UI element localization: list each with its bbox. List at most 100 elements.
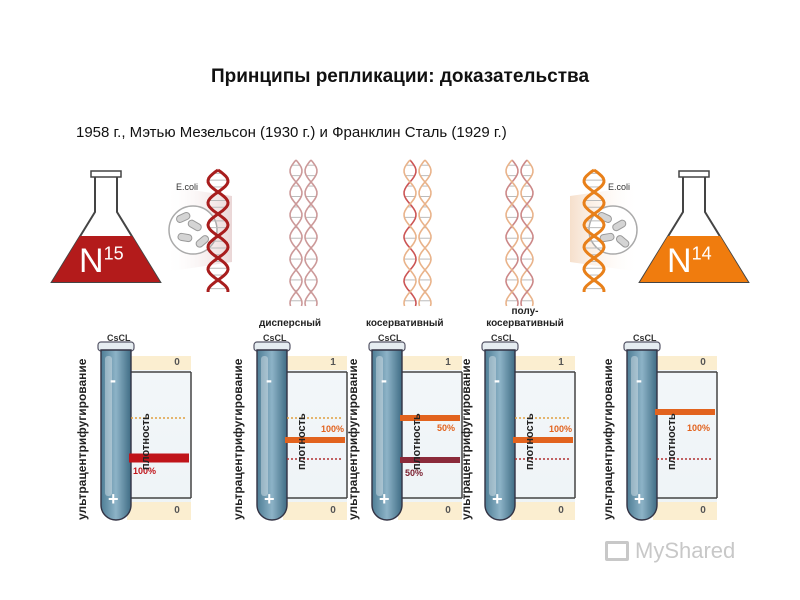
flask-n15-isotope: 15 xyxy=(103,243,124,264)
dna-band xyxy=(513,437,573,443)
tube-3 xyxy=(368,341,463,521)
band-percent-label: 100% xyxy=(549,424,573,434)
scale-top-value: 0 xyxy=(700,357,706,368)
presentation-icon xyxy=(605,541,629,561)
tube-panel-bottom xyxy=(511,502,575,520)
tube-highlight xyxy=(261,356,268,496)
tube-panel-top xyxy=(653,356,717,370)
scale-top-value: 1 xyxy=(330,357,336,368)
tube-highlight xyxy=(631,356,638,496)
ecoli-cell-left xyxy=(168,205,218,255)
scale-top-value: 1 xyxy=(445,357,451,368)
band-percent-label: 100% xyxy=(133,466,157,476)
density-plus-sign: + xyxy=(634,489,645,509)
band-percent-label: 100% xyxy=(321,424,345,434)
dna-generation-helix xyxy=(505,159,519,307)
ecoli-label-left: E.coli xyxy=(176,182,199,192)
tube-panel xyxy=(398,356,462,520)
tube-body xyxy=(626,349,658,521)
tube-panel-bottom xyxy=(398,502,462,520)
centrifugation-axis-label: ультрацентрифугирование xyxy=(601,358,615,520)
ecoli-label-right: E.coli xyxy=(608,182,631,192)
scale-bottom-value: 0 xyxy=(558,505,564,516)
cscl-label: CsCL xyxy=(107,333,131,343)
dna-n15-helix xyxy=(206,168,230,292)
watermark-text: MyShared xyxy=(635,538,736,563)
density-minus-sign: - xyxy=(110,370,116,390)
tube-panel-top xyxy=(283,356,347,370)
cscl-label: CsCL xyxy=(491,333,515,343)
centrifugation-axis-label: ультрацентрифугирование xyxy=(346,358,360,520)
gradient-tubes xyxy=(97,341,718,521)
dna-generation-helix xyxy=(304,159,318,307)
centrifugation-axis-label: ультрацентрифугирование xyxy=(75,358,89,520)
tube-highlight xyxy=(489,356,496,496)
dna-helices xyxy=(206,159,606,307)
flask-n15-symbol: N xyxy=(79,242,104,280)
band-percent-label: 100% xyxy=(687,423,711,433)
flask-n14-isotope: 14 xyxy=(691,243,712,264)
density-axis-label: плотность xyxy=(296,413,308,470)
model-conservative-label: косервативный xyxy=(366,318,444,329)
dna-generation-helix xyxy=(418,159,432,307)
tube-panel-bottom xyxy=(653,502,717,520)
cscl-label: CsCL xyxy=(633,333,657,343)
density-minus-sign: - xyxy=(636,370,642,390)
density-axis-label: плотность xyxy=(140,413,152,470)
flask-n14-symbol: N xyxy=(667,242,692,280)
density-minus-sign: - xyxy=(266,370,272,390)
tube-5 xyxy=(623,341,718,521)
scale-bottom-value: 0 xyxy=(445,505,451,516)
tube-panel-top xyxy=(511,356,575,370)
scale-bottom-value: 0 xyxy=(700,505,706,516)
page-title: Принципы репликации: доказательства xyxy=(210,66,590,87)
dna-band xyxy=(285,437,345,443)
flask-n15-label: N15 xyxy=(79,242,124,281)
tube-panel xyxy=(127,356,191,520)
tube-panel-bottom xyxy=(127,502,191,520)
cscl-label: CsCL xyxy=(378,333,402,343)
tube-1 xyxy=(97,341,192,521)
tube-body xyxy=(256,349,288,521)
tube-highlight xyxy=(105,356,112,496)
flask-n14-label: N14 xyxy=(667,242,712,281)
dna-generation-helix xyxy=(403,159,417,307)
page-subtitle: 1958 г., Мэтью Мезельсон (1930 г.) и Фра… xyxy=(76,124,507,141)
density-plus-sign: + xyxy=(264,489,275,509)
density-plus-sign: + xyxy=(379,489,390,509)
scale-bottom-value: 0 xyxy=(330,505,336,516)
tube-highlight xyxy=(376,356,383,496)
tube-panel-bottom xyxy=(283,502,347,520)
centrifugation-axis-label: ультрацентрифугирование xyxy=(231,358,245,520)
dna-band xyxy=(400,415,460,421)
density-axis-label: плотность xyxy=(411,413,423,470)
band-percent-label: 50% xyxy=(405,468,424,478)
density-axis-label: плотность xyxy=(524,413,536,470)
density-plus-sign: + xyxy=(108,489,119,509)
band-percent-label: 50% xyxy=(437,423,456,433)
tube-panel-top xyxy=(398,356,462,370)
dna-band xyxy=(655,409,715,415)
model-semiconservative-label: полу- косервативный xyxy=(486,306,564,329)
dna-band xyxy=(400,457,460,463)
density-minus-sign: - xyxy=(494,370,500,390)
cscl-label: CsCL xyxy=(263,333,287,343)
dna-generation-helix xyxy=(289,159,303,307)
tube-panel xyxy=(653,356,717,520)
model-dispersive-label: дисперсный xyxy=(259,318,322,329)
density-minus-sign: - xyxy=(381,370,387,390)
centrifugation-axis-label: ультрацентрифугирование xyxy=(459,358,473,520)
tube-body xyxy=(484,349,516,521)
tube-body xyxy=(371,349,403,521)
watermark: MyShared xyxy=(605,538,735,564)
dna-generation-helix xyxy=(520,159,534,307)
dna-n14-helix xyxy=(582,168,606,292)
tube-2 xyxy=(253,341,348,521)
density-axis-label: плотность xyxy=(666,413,678,470)
tube-body xyxy=(100,349,132,521)
density-plus-sign: + xyxy=(492,489,503,509)
scale-top-value: 0 xyxy=(174,357,180,368)
tube-panel-top xyxy=(127,356,191,370)
dna-band xyxy=(129,453,189,463)
